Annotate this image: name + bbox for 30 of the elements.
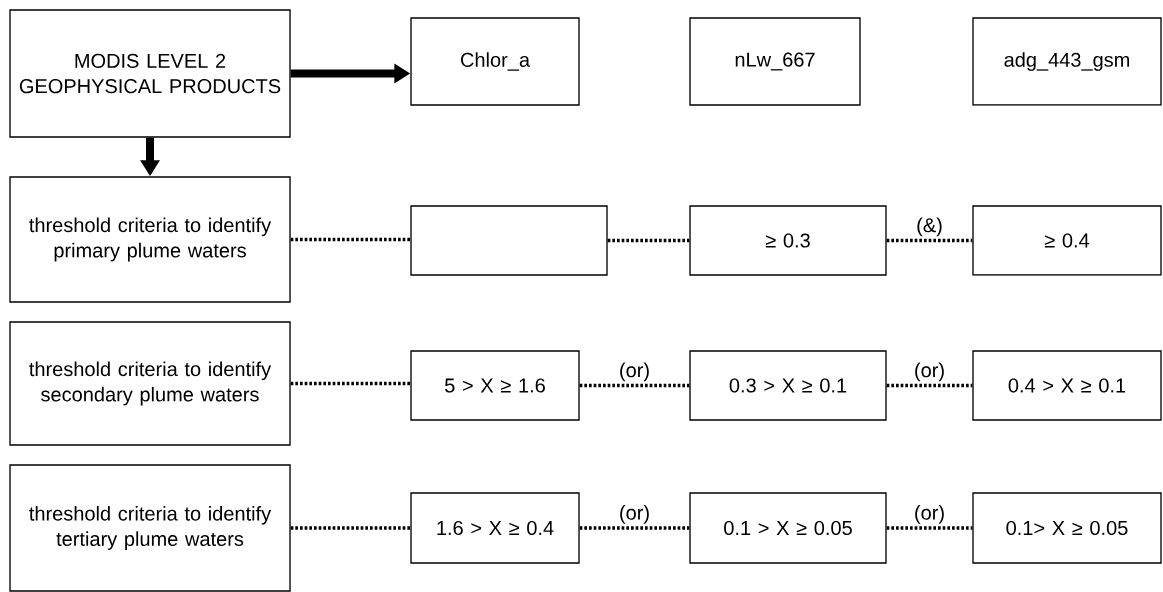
process-box: Chlor_a	[410, 17, 580, 106]
edge-label: (or)	[617, 503, 652, 526]
dotted-connector	[886, 238, 973, 243]
dotted-connector	[579, 526, 690, 530]
process-box: threshold criteria to identify primary plume waters	[9, 176, 291, 303]
dotted-connector	[886, 383, 973, 388]
edge-label: (or)	[912, 361, 947, 383]
edge-label: (or)	[912, 503, 947, 526]
edge-label: (&)	[914, 216, 945, 238]
process-box: 1.6 > X ≥ 0.4	[410, 492, 580, 564]
empty-box	[410, 205, 608, 276]
process-box: threshold criteria to identify secondary plume waters	[9, 321, 291, 446]
dotted-connector	[290, 237, 411, 242]
process-box: ≥ 0.4	[972, 205, 1162, 276]
dotted-connector	[290, 381, 411, 386]
process-box: 0.3 > X ≥ 0.1	[689, 350, 887, 421]
process-box: MODIS LEVEL 2 GEOPHYSICAL PRODUCTS	[9, 9, 291, 138]
dotted-connector	[579, 383, 690, 388]
dotted-connector	[886, 526, 973, 530]
edge-label: (or)	[617, 361, 652, 383]
process-box: 0.4 > X ≥ 0.1	[972, 350, 1162, 421]
process-box: threshold criteria to identify tertiary plume waters	[9, 464, 291, 592]
dotted-connector	[290, 526, 411, 530]
process-box: nLw_667	[689, 17, 861, 106]
process-box: 5 > X ≥ 1.6	[410, 350, 580, 421]
process-box: ≥ 0.3	[689, 205, 887, 276]
dotted-connector	[607, 238, 690, 243]
process-box: 0.1> X ≥ 0.05	[972, 492, 1162, 564]
process-box: adg_443_gsm	[972, 17, 1162, 106]
process-box: 0.1 > X ≥ 0.05	[689, 492, 887, 564]
